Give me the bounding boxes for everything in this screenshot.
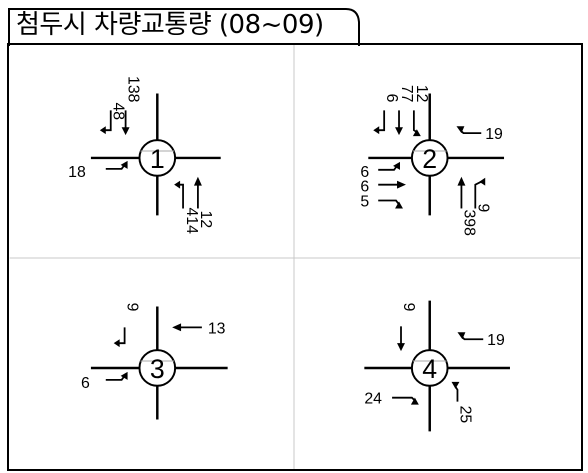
volume-label: 24	[364, 391, 382, 408]
arrow-icon	[193, 176, 202, 186]
volume-label: 25	[456, 406, 473, 424]
intersection-4-id: 4	[422, 354, 437, 384]
volume-label: 6	[360, 164, 369, 181]
arrow-icon	[377, 110, 386, 132]
volume-label: 13	[208, 320, 226, 337]
intersection-3-id: 3	[150, 354, 165, 384]
arrow-icon	[456, 126, 465, 134]
arrow-icon	[397, 180, 406, 189]
arrow-icon	[479, 177, 486, 186]
arrow-icon	[410, 397, 419, 405]
arrow-icon	[117, 327, 126, 345]
arrow-icon	[454, 386, 459, 402]
arrow-icon	[412, 129, 421, 137]
arrow-icon	[393, 161, 401, 170]
volume-label: 398	[460, 209, 477, 236]
intersection-1-marker	[138, 139, 177, 177]
volume-label: 77	[398, 85, 415, 103]
intersection-3-marker	[138, 349, 177, 387]
arrow-icon	[121, 127, 130, 136]
arrow-icon	[113, 339, 120, 348]
arrow-icon	[460, 335, 484, 341]
volume-label: 48	[110, 102, 127, 120]
arrow-icon	[378, 199, 400, 206]
intersection-1-id: 1	[150, 144, 165, 174]
intersection-3: 3 9 13 6	[81, 303, 228, 420]
arrow-icon	[451, 381, 460, 389]
intersection-1: 1 48 138 18 414 12	[68, 76, 221, 234]
arrow-icon	[457, 176, 466, 186]
volume-label: 19	[487, 332, 505, 349]
arrow-icon	[474, 180, 482, 209]
volume-label: 6	[360, 179, 369, 196]
intersection-4: 4 9 19 24 25	[364, 300, 510, 432]
arrow-icon	[397, 343, 405, 352]
arrow-icon	[395, 201, 403, 209]
volume-label: 12	[197, 211, 214, 229]
volume-label: 5	[360, 193, 369, 210]
intersection-diagram: 1 48 138 18 414 12 2	[9, 45, 581, 469]
arrow-icon	[120, 160, 128, 169]
intersection-4-marker	[410, 349, 449, 387]
arrow-icon	[99, 126, 106, 135]
intersection-2: 2 6 77 12 19 6 6 5	[360, 85, 505, 236]
volume-label: 12	[413, 85, 430, 103]
title-tab	[8, 8, 360, 46]
volume-label: 6	[383, 94, 400, 103]
arrow-icon	[172, 323, 182, 332]
arrow-icon	[174, 180, 181, 189]
volume-label: 18	[68, 164, 86, 181]
volume-label: 19	[485, 126, 503, 143]
arrow-icon	[457, 332, 466, 340]
volume-label: 6	[81, 375, 90, 392]
intersection-2-id: 2	[422, 144, 437, 174]
arrow-icon	[459, 129, 482, 135]
arrow-icon	[103, 110, 112, 132]
intersection-2-marker	[410, 139, 449, 177]
diagram-title: 첨두시 차량교통량 (08~09)	[16, 10, 324, 40]
volume-label: 138	[125, 76, 142, 103]
diagram-panel: 1 48 138 18 414 12 2	[7, 43, 583, 471]
volume-label: 9	[400, 303, 417, 312]
volume-label: 9	[124, 303, 141, 312]
arrow-icon	[395, 127, 403, 136]
volume-label: 414	[183, 207, 200, 234]
arrow-icon	[373, 126, 380, 135]
volume-label: 9	[474, 204, 491, 213]
arrow-icon	[392, 396, 416, 402]
arrow-icon	[120, 371, 128, 380]
arrow-icon	[412, 110, 418, 133]
